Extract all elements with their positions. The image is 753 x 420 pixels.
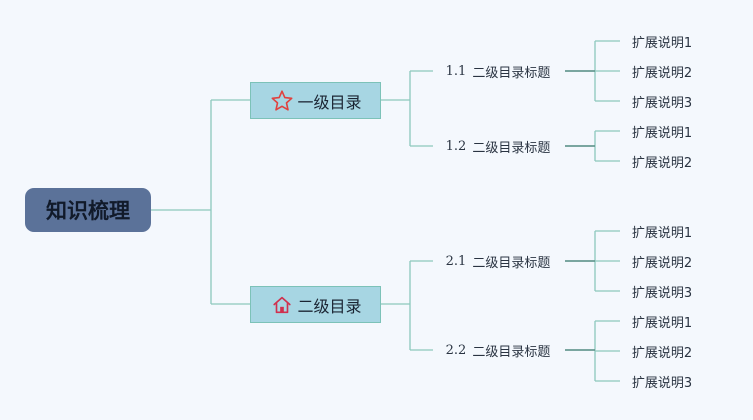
leaf-node[interactable]: 扩展说明3: [631, 285, 693, 301]
sub-node-2-1[interactable]: 2.1 二级目录标题: [433, 250, 563, 272]
sub-node-label: 二级目录标题: [472, 140, 551, 156]
leaf-node[interactable]: 扩展说明3: [631, 95, 693, 111]
leaf-node[interactable]: 扩展说明2: [631, 345, 693, 361]
leaf-node[interactable]: 扩展说明3: [631, 375, 693, 391]
sub-node-1-1[interactable]: 1.1 二级目录标题: [433, 60, 563, 82]
leaf-node[interactable]: 扩展说明2: [631, 155, 693, 171]
sub-node-2-2[interactable]: 2.2 二级目录标题: [433, 339, 563, 361]
leaf-node[interactable]: 扩展说明1: [631, 35, 693, 51]
root-label: 知识梳理: [46, 199, 130, 223]
branch-label: 二级目录: [297, 296, 362, 316]
leaf-node[interactable]: 扩展说明1: [631, 225, 693, 241]
branch-node-2[interactable]: 二级目录: [250, 286, 381, 323]
star-icon: [269, 88, 295, 114]
leaf-node[interactable]: 扩展说明2: [631, 255, 693, 271]
branch-node-1[interactable]: 一级目录: [250, 82, 381, 119]
leaf-node[interactable]: 扩展说明1: [631, 315, 693, 331]
leaf-node[interactable]: 扩展说明2: [631, 65, 693, 81]
sub-node-label: 二级目录标题: [472, 344, 551, 360]
sub-node-number: 1.1: [445, 63, 467, 79]
root-node[interactable]: 知识梳理: [25, 188, 151, 232]
sub-node-number: 2.2: [445, 342, 467, 358]
branch-label: 一级目录: [297, 92, 362, 112]
home-icon: [269, 292, 295, 318]
sub-node-number: 2.1: [445, 253, 467, 269]
sub-node-1-2[interactable]: 1.2 二级目录标题: [433, 135, 563, 157]
sub-node-number: 1.2: [445, 138, 467, 154]
sub-node-label: 二级目录标题: [472, 65, 551, 81]
sub-node-label: 二级目录标题: [472, 255, 551, 271]
leaf-node[interactable]: 扩展说明1: [631, 125, 693, 141]
